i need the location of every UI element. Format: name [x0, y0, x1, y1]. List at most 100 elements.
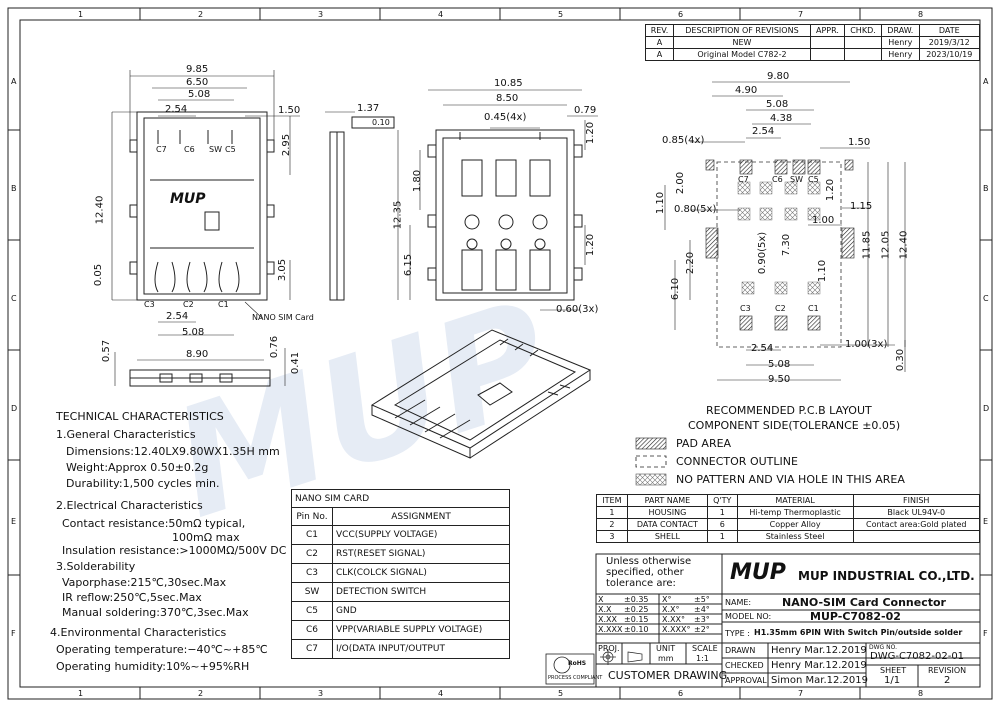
assignment-cell: I/O(DATA INPUT/OUTPUT — [332, 639, 510, 659]
tech-section: 4.Environmental Characteristics — [50, 626, 227, 639]
rev-cell: 2023/10/19 — [918, 48, 981, 61]
dim-label: 6.10 — [670, 277, 682, 301]
dim-label: 2.20 — [685, 251, 697, 275]
pin-cell: C3 — [291, 563, 333, 583]
row-label: F — [11, 629, 16, 638]
assignment-cell: CLK(COLCK SIGNAL) — [332, 563, 510, 583]
bom-header: Q'TY — [706, 494, 738, 507]
dim-label: 9.80 — [767, 71, 790, 82]
pin-table-title: NANO SIM CARD — [291, 489, 510, 508]
col-label: 4 — [438, 10, 444, 19]
dim-label: 0.41 — [290, 351, 302, 375]
col-label: 3 — [318, 10, 324, 19]
row-label: D — [983, 404, 990, 413]
tech-line: Operating temperature:−40℃~+85℃ — [56, 643, 268, 656]
dim-label: 8.90 — [186, 349, 209, 360]
dim-label: 12.35 — [392, 200, 404, 230]
pad-areas — [705, 159, 855, 331]
tol-cell: ±5° — [694, 595, 710, 604]
dim-label: 1.80 — [412, 169, 424, 193]
bom-cell: Black UL94V-0 — [852, 506, 980, 519]
table-row: 3 SHELL 1 Stainless Steel — [596, 530, 980, 543]
checked-label: CHECKED — [725, 661, 764, 670]
type-label: TYPE : — [725, 629, 750, 638]
pin-label: C3 — [144, 300, 155, 309]
rev-cell — [809, 36, 845, 49]
pcb-layout — [705, 159, 855, 348]
col-label: 2 — [198, 10, 204, 19]
tol-cell: ±0.15 — [624, 615, 649, 624]
bom-cell: 1 — [706, 530, 738, 543]
bom-cell: Copper Alloy — [736, 518, 854, 531]
tech-line: Durability:1,500 cycles min. — [66, 477, 220, 490]
pin-label: C5 — [808, 175, 819, 184]
company-logo: MUP — [730, 560, 786, 585]
row-label: E — [11, 517, 17, 526]
dwg-label: DWG NO. — [869, 644, 897, 651]
approval-value: Simon Mar.12.2019 — [771, 675, 868, 686]
company-name: MUP INDUSTRIAL CO.,LTD. — [798, 569, 975, 583]
dim-label: 12.40 — [898, 230, 910, 260]
tech-line: Dimensions:12.40LX9.80WX1.35H mm — [66, 445, 280, 458]
rohs-text: RoHS — [568, 660, 587, 667]
dim-label: 1.50 — [848, 137, 871, 148]
pin-label: C7 — [738, 175, 749, 184]
assignment-cell: DETECTION SWITCH — [332, 582, 510, 602]
rohs-badge — [545, 653, 595, 685]
tech-title: TECHNICAL CHARACTERISTICS — [56, 410, 224, 423]
scale-value: 1:1 — [696, 654, 709, 663]
dim-label: 1.00(3x) — [845, 339, 888, 350]
dim-label: 3.05 — [277, 258, 289, 282]
pin-label: SW — [209, 145, 222, 154]
tech-line: 100mΩ max — [172, 531, 240, 544]
tol-cell: ±0.35 — [624, 595, 649, 604]
sheet-value: 1/1 — [884, 675, 901, 686]
dwg-number: DWG-C7082-02-01 — [870, 651, 965, 662]
row-label: E — [983, 517, 989, 526]
tol-cell: ±2° — [694, 625, 710, 634]
dim-label: 1.20 — [585, 121, 597, 145]
checked-value: Henry Mar.12.2019 — [771, 660, 867, 671]
frame-ticks — [8, 8, 992, 699]
dim-label: 2.54 — [751, 343, 774, 354]
rev-cell: A — [645, 36, 674, 49]
model-number: MUP-C7082-02 — [810, 610, 901, 623]
dim-label: 0.60(3x) — [556, 304, 599, 315]
table-row: A NEW Henry 2019/3/12 — [645, 36, 981, 49]
pin-cell: C5 — [291, 601, 333, 621]
dim-label: 12.40 — [94, 195, 106, 225]
projection-symbol-icon — [600, 649, 643, 665]
bom-table: ITEM PART NAME Q'TY MATERIAL FINISH 1 HO… — [596, 494, 980, 543]
tolerance-note: Unless otherwise — [606, 556, 692, 567]
bom-header: PART NAME — [626, 494, 708, 507]
pin-cell: C7 — [291, 639, 333, 659]
rev-cell: 2019/3/12 — [918, 36, 981, 49]
dim-label: 1.50 — [278, 105, 301, 116]
mup-logo: MUP — [170, 191, 206, 207]
bom-header: FINISH — [852, 494, 980, 507]
pin-label: C3 — [740, 304, 751, 313]
assignment-cell: VCC(SUPPLY VOLTAGE) — [332, 525, 510, 545]
dim-label: 5.08 — [182, 327, 205, 338]
dim-label: 2.00 — [675, 171, 687, 195]
col-label: 5 — [558, 689, 564, 698]
col-label: 1 — [78, 689, 84, 698]
tech-line: IR reflow:250℃,5sec.Max — [62, 591, 202, 604]
tol-cell: X.XXX° — [662, 625, 691, 634]
tech-line: Operating humidity:10%~+95%RH — [56, 660, 250, 673]
dim-label: 2.54 — [165, 104, 188, 115]
bottom-view — [427, 129, 583, 301]
pin-cell: C6 — [291, 620, 333, 640]
bom-cell: 2 — [596, 518, 628, 531]
pin-label: C5 — [225, 145, 236, 154]
pcb-title: RECOMMENDED P.C.B LAYOUT — [706, 404, 872, 417]
drawn-label: DRAWN — [725, 646, 756, 655]
row-label: A — [11, 77, 17, 86]
tolerance-note: tolerance are: — [606, 578, 676, 589]
product-name: NANO-SIM Card Connector — [782, 596, 946, 609]
model-label: MODEL NO: — [725, 612, 772, 621]
row-label: D — [11, 404, 18, 413]
